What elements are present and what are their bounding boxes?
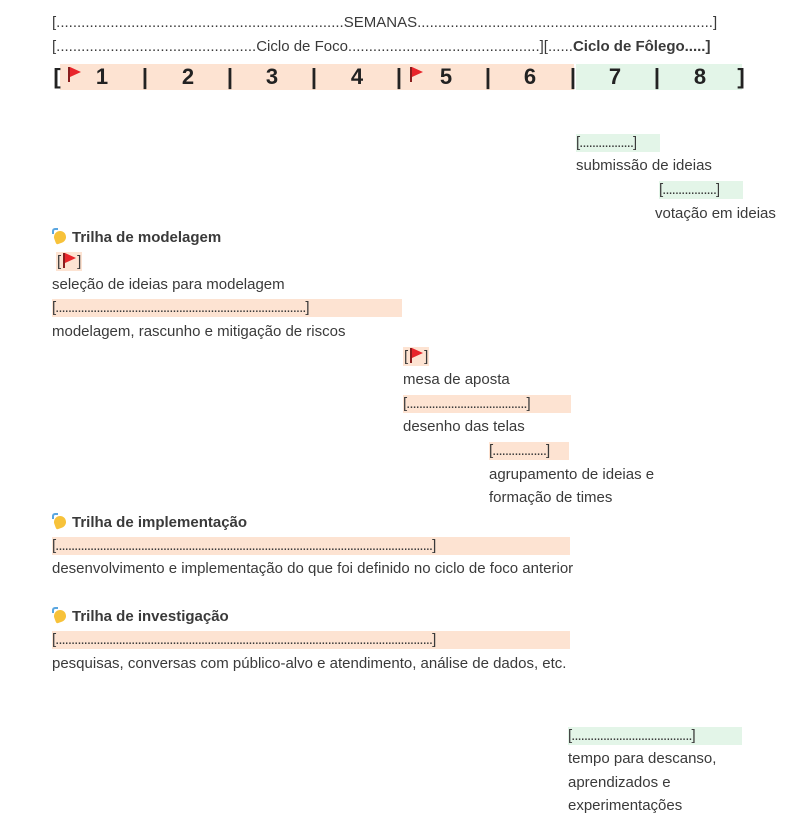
trilha-modelagem-title: Trilha de modelagem <box>52 228 221 246</box>
week-separator: | <box>653 64 661 89</box>
open-bracket: [ <box>53 64 61 89</box>
telas-bar: [......................................] <box>403 395 571 413</box>
ciclo-folego-label: Ciclo de Fôlego.....] <box>572 38 711 55</box>
week-8: 8 <box>693 64 707 89</box>
week-2: 2 <box>181 64 195 89</box>
submissao-label: submissão de ideias <box>576 157 712 174</box>
week-separator: | <box>395 64 403 89</box>
waving-hand-icon <box>52 513 68 529</box>
agrupamento-label-1: agrupamento de ideias e <box>489 466 655 483</box>
flag-icon <box>61 252 77 268</box>
investigacao-label: pesquisas, conversas com público-alvo e … <box>52 655 567 672</box>
flag-icon <box>66 66 82 85</box>
ciclo-line: [.......................................… <box>52 38 710 55</box>
descanso-label-1: tempo para descanso, <box>568 750 717 767</box>
modelagem-label: modelagem, rascunho e mitigação de risco… <box>52 323 346 340</box>
semanas-line: [.......................................… <box>52 14 718 31</box>
week-1: 1 <box>95 64 109 89</box>
descanso-label-2: aprendizados e <box>568 774 671 791</box>
mesa-label: mesa de aposta <box>403 371 510 388</box>
modelagem-bar: [.......................................… <box>52 299 402 317</box>
folego-background <box>576 64 742 90</box>
trilha-implementacao-title: Trilha de implementação <box>52 513 247 531</box>
week-3: 3 <box>265 64 279 89</box>
close-bracket: ] <box>737 64 745 89</box>
weeks-row: [ 1 | 2 | 3 | 4 | 5 | 6 | 7 | 8 ] <box>52 62 746 92</box>
descanso-bar: [......................................] <box>568 727 742 745</box>
week-separator: | <box>141 64 149 89</box>
foco-background <box>60 64 574 90</box>
week-separator: | <box>310 64 318 89</box>
agrupamento-label-2: formação de times <box>489 489 613 506</box>
week-separator: | <box>569 64 577 89</box>
implementacao-label: desenvolvimento e implementação do que f… <box>52 560 574 577</box>
week-separator: | <box>226 64 234 89</box>
waving-hand-icon <box>52 228 68 244</box>
week-4: 4 <box>350 64 364 89</box>
week-separator: | <box>484 64 492 89</box>
investigacao-bar: [.......................................… <box>52 631 570 649</box>
votacao-label: votação em ideias <box>655 205 776 222</box>
descanso-label-3: experimentações <box>568 797 683 814</box>
selecao-label: seleção de ideias para modelagem <box>52 276 285 293</box>
trilha-investigacao-title: Trilha de investigação <box>52 607 229 625</box>
ciclo-foco-segment: [.......................................… <box>52 38 573 55</box>
flag-icon <box>408 347 424 363</box>
week-7: 7 <box>608 64 622 89</box>
waving-hand-icon <box>52 607 68 623</box>
selecao-flag-marker: [] <box>56 252 83 271</box>
week-6: 6 <box>523 64 537 89</box>
telas-label: desenho das telas <box>403 418 525 435</box>
agrupamento-bar: [.................] <box>489 442 569 460</box>
week-5: 5 <box>439 64 453 89</box>
flag-icon <box>408 66 424 85</box>
votacao-bar: [.................] <box>659 181 743 199</box>
implementacao-bar: [.......................................… <box>52 537 570 555</box>
submissao-bar: [.................] <box>576 134 660 152</box>
mesa-flag-marker: [] <box>403 347 430 366</box>
